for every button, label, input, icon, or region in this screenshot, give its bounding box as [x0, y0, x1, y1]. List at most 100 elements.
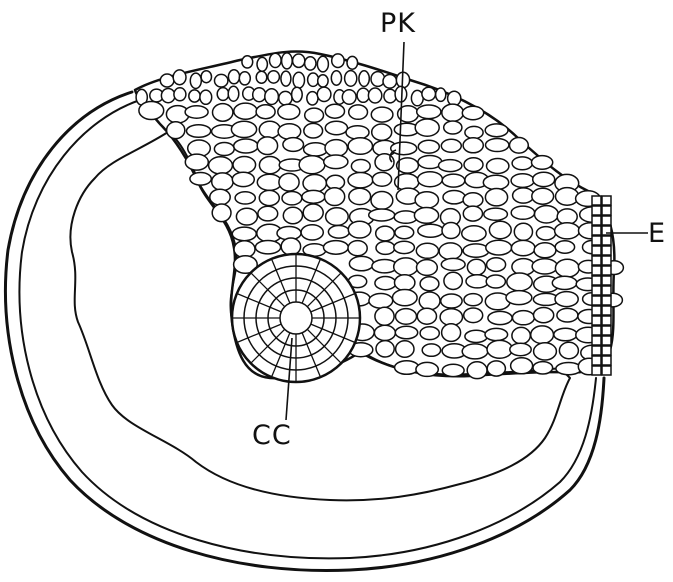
parenchyma-cell	[324, 241, 349, 255]
epidermis-cell	[592, 316, 601, 325]
parenchyma-cell	[422, 344, 440, 356]
parenchyma-cell	[464, 308, 483, 323]
epidermis-cell	[602, 236, 611, 245]
parenchyma-cell	[265, 89, 279, 105]
parenchyma-cell	[302, 190, 325, 203]
parenchyma-cell	[139, 102, 164, 120]
parenchyma-cell	[465, 330, 487, 342]
parenchyma-cell	[555, 292, 578, 307]
parenchyma-cell	[418, 172, 443, 187]
parenchyma-cell	[317, 56, 328, 72]
parenchyma-cell	[486, 275, 505, 288]
epidermis-cell	[592, 246, 601, 255]
parenchyma-cell	[278, 104, 300, 119]
parenchyma-cell	[489, 221, 511, 238]
parenchyma-cell	[293, 72, 304, 88]
parenchyma-cell	[281, 238, 300, 255]
parenchyma-cell	[441, 139, 461, 152]
parenchyma-cell	[485, 124, 508, 137]
parenchyma-cell	[467, 362, 487, 379]
parenchyma-cell	[357, 88, 369, 102]
epidermis-cell	[602, 346, 611, 355]
parenchyma-cell	[383, 75, 397, 89]
parenchyma-cell	[375, 277, 396, 290]
parenchyma-cell	[506, 291, 532, 305]
parenchyma-cell	[512, 157, 532, 170]
epidermis-cell	[602, 266, 611, 275]
parenchyma-cells	[136, 53, 623, 379]
parenchyma-cell	[372, 172, 391, 186]
parenchyma-cell	[305, 57, 316, 70]
epidermis-cell	[592, 196, 601, 205]
parenchyma-cell	[422, 87, 436, 100]
parenchyma-cell	[257, 137, 277, 155]
parenchyma-cell	[552, 276, 577, 289]
parenchyma-cell	[369, 209, 395, 221]
epidermis-cell	[602, 336, 611, 345]
parenchyma-cell	[415, 119, 439, 136]
parenchyma-cell	[161, 89, 175, 103]
epidermis-cell	[592, 326, 601, 335]
epidermis-cell	[602, 206, 611, 215]
parenchyma-cell	[556, 188, 579, 206]
parenchyma-cell	[256, 71, 267, 83]
epidermis-cell	[602, 246, 611, 255]
parenchyma-cell	[346, 126, 369, 139]
parenchyma-cell	[231, 121, 256, 137]
parenchyma-cell	[217, 88, 229, 101]
epidermis-cell	[592, 286, 601, 295]
parenchyma-cell	[303, 175, 326, 193]
parenchyma-cell	[371, 107, 393, 122]
parenchyma-cell	[442, 223, 460, 239]
parenchyma-cell	[554, 328, 577, 341]
parenchyma-cell	[391, 142, 417, 155]
epidermis-cell	[602, 316, 611, 325]
parenchyma-cell	[417, 105, 441, 119]
parenchyma-cell	[531, 326, 554, 344]
parenchyma-cell	[536, 227, 555, 240]
parenchyma-cell	[279, 91, 292, 105]
epidermis-cell	[592, 236, 601, 245]
parenchyma-cell	[232, 172, 254, 186]
parenchyma-cell	[256, 105, 275, 119]
parenchyma-cell	[487, 340, 512, 358]
parenchyma-cell	[487, 258, 506, 272]
parenchyma-cell	[442, 174, 465, 187]
parenchyma-cell	[369, 294, 393, 309]
parenchyma-cell	[511, 358, 533, 374]
epidermis-cell	[592, 366, 601, 375]
parenchyma-cell	[345, 71, 357, 87]
parenchyma-cell	[348, 241, 367, 256]
parenchyma-cell	[212, 173, 233, 191]
parenchyma-cell	[510, 343, 531, 355]
parenchyma-cell	[440, 309, 462, 326]
parenchyma-cell	[396, 309, 417, 325]
parenchyma-cell	[442, 324, 461, 342]
parenchyma-cell	[349, 188, 371, 204]
parenchyma-cell	[174, 88, 186, 101]
parenchyma-cell	[307, 92, 318, 105]
parenchyma-cell	[464, 294, 482, 306]
parenchyma-cell	[282, 192, 302, 205]
epidermis-cell	[602, 276, 611, 285]
parenchyma-cell	[510, 138, 529, 154]
parenchyma-cell	[463, 138, 483, 153]
parenchyma-cell	[213, 104, 233, 122]
epidermis-cell	[602, 196, 611, 205]
parenchyma-cell	[534, 243, 556, 258]
parenchyma-cell	[485, 189, 507, 206]
parenchyma-cell	[439, 243, 462, 260]
parenchyma-cell	[484, 208, 508, 220]
parenchyma-cell	[257, 174, 281, 190]
parenchyma-cell	[393, 290, 418, 306]
parenchyma-cell	[212, 204, 231, 222]
epidermis-cell	[592, 296, 601, 305]
epidermis-cell	[602, 306, 611, 315]
parenchyma-cell	[442, 364, 464, 376]
parenchyma-cell	[513, 188, 534, 203]
parenchyma-cell	[418, 224, 444, 237]
parenchyma-cell	[282, 53, 293, 69]
parenchyma-cell	[443, 191, 465, 204]
parenchyma-cell	[215, 74, 228, 87]
